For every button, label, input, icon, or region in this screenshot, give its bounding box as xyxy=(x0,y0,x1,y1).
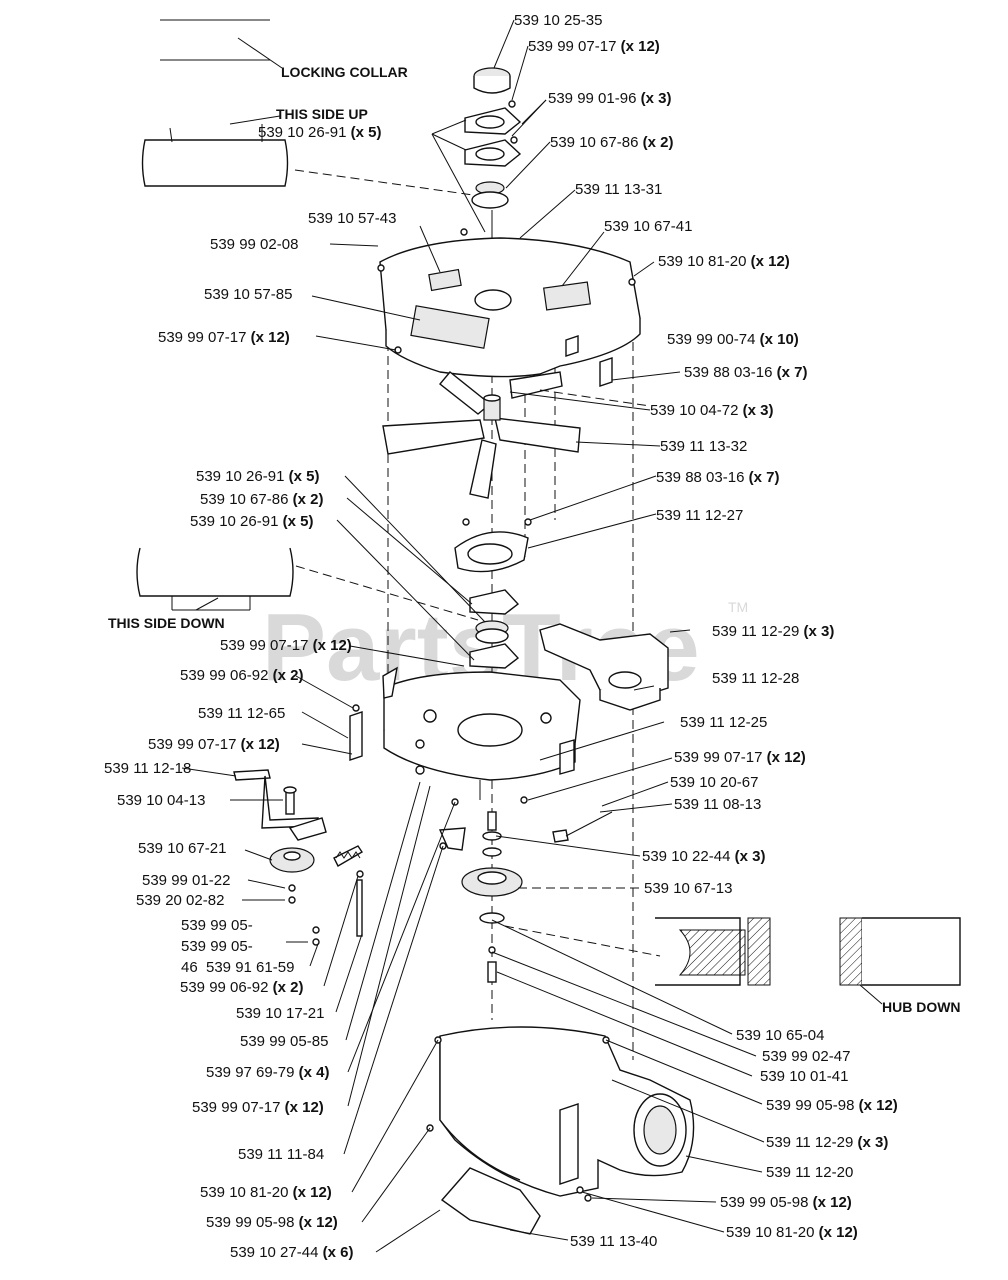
callout-label: 539 10 17-21 xyxy=(236,1005,324,1022)
callout-label: 539 10 65-04 xyxy=(736,1027,824,1044)
callout-label: 539 10 81-20 (x 12) xyxy=(726,1224,858,1241)
this-side-up-inset: THIS SIDE UP xyxy=(141,106,481,197)
callout-label: 539 99 02-47 xyxy=(762,1048,850,1065)
callout-label: 539 20 02-82 xyxy=(136,892,224,909)
callout-label: 539 10 04-72 (x 3) xyxy=(650,402,773,419)
callout-label: 539 10 57-85 xyxy=(204,286,292,303)
callout-label: 539 11 13-31 xyxy=(575,181,662,198)
locking-collar-note: LOCKING COLLAR xyxy=(281,64,408,80)
callout-label: 539 99 00-74 (x 10) xyxy=(667,331,799,348)
callout-label: 539 97 69-79 (x 4) xyxy=(206,1064,329,1081)
callout-labels: 539 10 25-35 539 99 07-17 (x 12) 539 99 … xyxy=(104,12,898,1261)
callout-label: 539 10 04-13 xyxy=(117,792,205,809)
callout-label: 539 99 06-92 (x 2) xyxy=(180,979,303,996)
callout-label: 539 10 67-41 xyxy=(604,218,692,235)
callout-label: 539 11 13-32 xyxy=(660,438,747,455)
locking-collar-inset: LOCKING COLLAR xyxy=(160,19,408,80)
impeller xyxy=(382,371,651,499)
callout-label: 539 11 12-27 xyxy=(656,507,743,524)
hub-down-note: HUB DOWN xyxy=(882,999,961,1015)
callout-label: 539 99 05-98 (x 12) xyxy=(766,1097,898,1114)
callout-label: 539 10 81-20 (x 12) xyxy=(200,1184,332,1201)
side-chute-bracket xyxy=(539,623,691,711)
callout-label: 539 10 81-20 (x 12) xyxy=(658,253,790,270)
callout-label: 539 99 01-96 (x 3) xyxy=(548,90,671,107)
callout-label: 539 88 03-16 (x 7) xyxy=(684,364,807,381)
callout-label: 539 99 07-17 (x 12) xyxy=(148,736,280,753)
callout-label: 539 99 07-17 (x 12) xyxy=(158,329,290,346)
callout-label: 539 91 61-59 xyxy=(206,959,294,976)
callout-label: 539 10 67-86 (x 2) xyxy=(550,134,673,151)
callout-label: 46 xyxy=(181,959,198,976)
watermark-trademark: TM xyxy=(728,599,748,615)
callout-label: 539 10 01-41 xyxy=(760,1068,848,1085)
tension-arm-assembly xyxy=(233,666,398,946)
callout-label: 539 99 07-17 (x 12) xyxy=(528,38,660,55)
callout-label: 539 11 12-29 (x 3) xyxy=(766,1134,888,1151)
callout-label: 539 99 05-98 (x 12) xyxy=(206,1214,338,1231)
callout-label: 539 99 06-92 (x 2) xyxy=(180,667,303,684)
callout-label: 539 10 26-91 (x 5) xyxy=(258,124,381,141)
callout-label: 539 10 22-44 (x 3) xyxy=(642,848,765,865)
discharge-chute xyxy=(426,1026,695,1235)
middle-bearing-stack xyxy=(454,518,532,669)
upper-housing xyxy=(377,237,641,387)
callout-label: 539 99 05- xyxy=(181,938,253,955)
drive-pulley-stack xyxy=(438,811,613,983)
callout-label: 539 99 05-98 (x 12) xyxy=(720,1194,852,1211)
callout-label: 539 10 25-35 xyxy=(514,12,602,29)
this-side-down-note: THIS SIDE DOWN xyxy=(108,615,225,631)
top-bearing-stack xyxy=(460,67,522,300)
callout-label: 539 10 27-44 (x 6) xyxy=(230,1244,353,1261)
callout-label: 539 11 11-84 xyxy=(238,1146,324,1163)
callout-label: 539 11 13-40 xyxy=(570,1233,657,1250)
leader-lines xyxy=(181,19,765,1253)
callout-label: 539 11 12-65 xyxy=(198,705,285,722)
callout-label: 539 88 03-16 (x 7) xyxy=(656,469,779,486)
callout-label: 539 99 02-08 xyxy=(210,236,298,253)
callout-label: 539 10 67-86 (x 2) xyxy=(200,491,323,508)
callout-label: 539 11 12-25 xyxy=(680,714,767,731)
callout-label: 539 11 12-28 xyxy=(712,670,799,687)
callout-label: 539 10 67-21 xyxy=(138,840,226,857)
callout-label: 539 99 07-17 (x 12) xyxy=(674,749,806,766)
callout-label: 539 10 26-91 (x 5) xyxy=(190,513,313,530)
callout-label: 539 10 26-91 (x 5) xyxy=(196,468,319,485)
hub-down-section: HUB DOWN xyxy=(655,917,961,1015)
callout-label: 539 11 12-20 xyxy=(766,1164,853,1181)
callout-label: 539 99 05- xyxy=(181,917,253,934)
callout-label: 539 99 01-22 xyxy=(142,872,230,889)
this-side-up-note: THIS SIDE UP xyxy=(276,106,368,122)
callout-label: 539 99 07-17 (x 12) xyxy=(220,637,352,654)
callout-label: 539 99 07-17 (x 12) xyxy=(192,1099,324,1116)
callout-label: 539 11 08-13 xyxy=(674,796,761,813)
callout-label: 539 10 57-43 xyxy=(308,210,396,227)
callout-label: 539 11 12-29 (x 3) xyxy=(712,623,834,640)
callout-label: 539 10 67-13 xyxy=(644,880,732,897)
this-side-down-inset: THIS SIDE DOWN xyxy=(108,547,479,631)
callout-label: 539 10 20-67 xyxy=(670,774,758,791)
callout-label: 539 11 12-18 xyxy=(104,760,191,777)
callout-label: 539 99 05-85 xyxy=(240,1033,328,1050)
lower-housing xyxy=(383,671,581,806)
